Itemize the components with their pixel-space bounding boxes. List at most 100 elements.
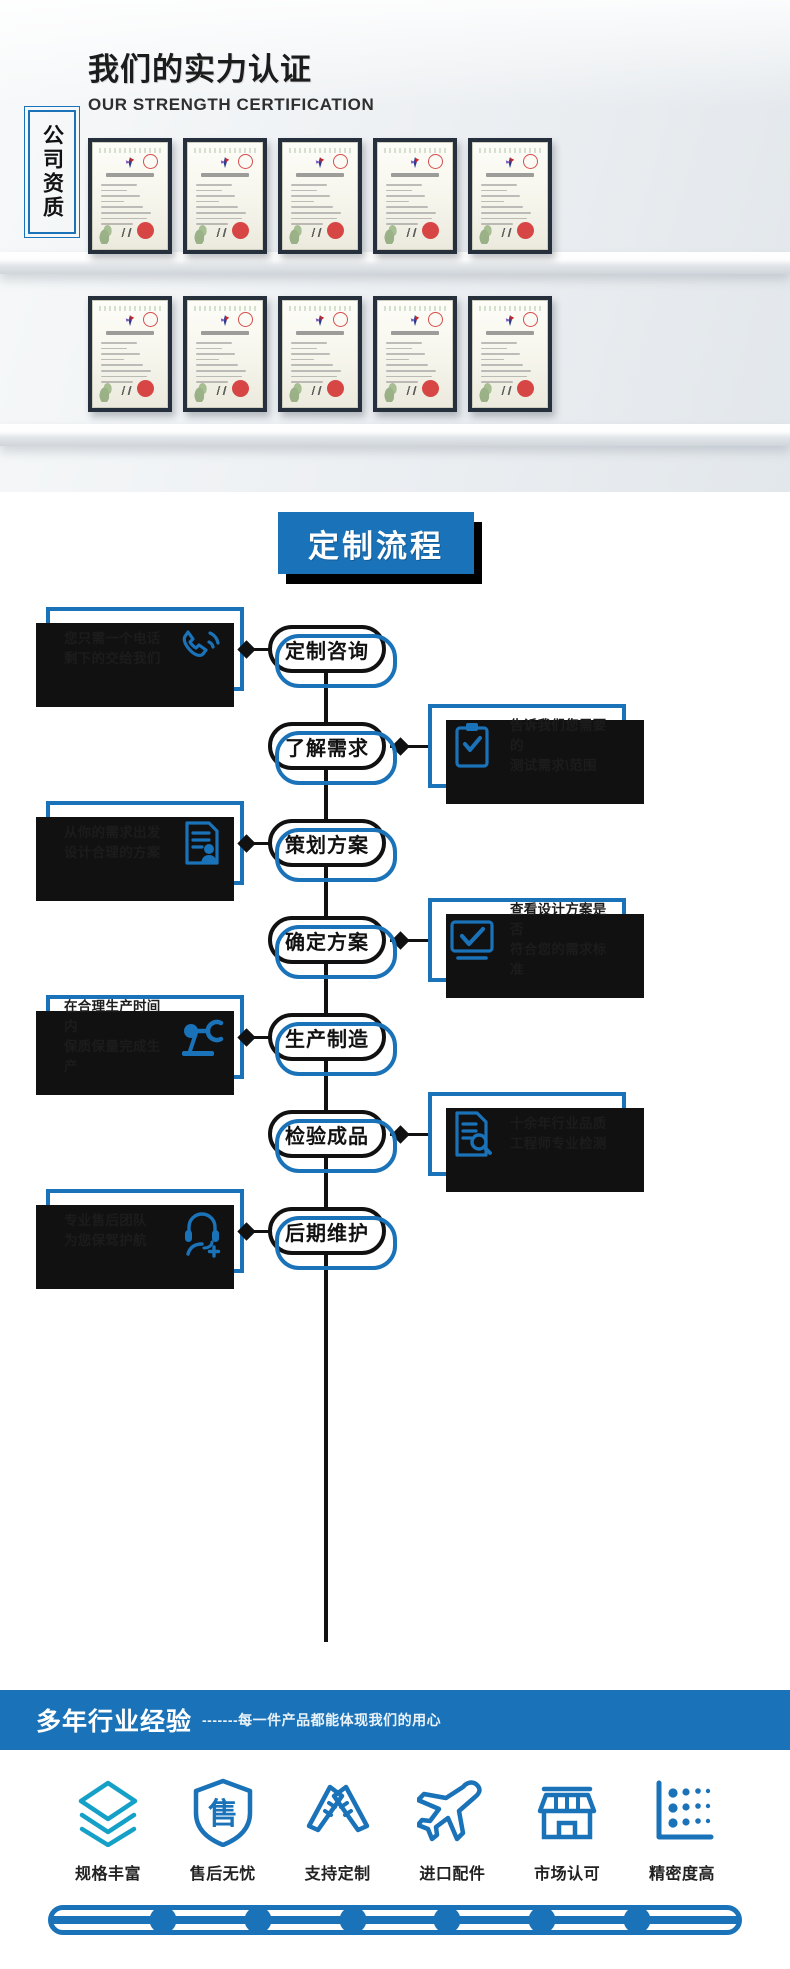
flow-node-1[interactable]: 定制咨询: [268, 625, 397, 688]
certificate-mat: [377, 142, 453, 250]
certificate-seal-icon: [517, 222, 534, 239]
flow-card-icon-4: [444, 912, 500, 968]
flow-card-6[interactable]: 十余年行业品质 工程师专业检测: [428, 1092, 644, 1192]
progress-dot-1[interactable]: [149, 1906, 177, 1934]
patent-logo-icon: [125, 156, 135, 169]
flow-title: 定制流程: [278, 512, 474, 574]
certificate-seal-icon: [232, 380, 249, 397]
document-search-icon: [455, 1111, 492, 1157]
card-shadow: [446, 914, 644, 998]
feature-icon-wrap-3: [286, 1760, 390, 1864]
feature-item-1: 规格丰富: [56, 1760, 160, 1910]
certificate-mat: [472, 142, 548, 250]
patent-logo-icon: [125, 314, 135, 327]
progress-dot-3[interactable]: [339, 1906, 367, 1934]
patent-logo-icon: [410, 314, 420, 327]
certificate-frame: [278, 138, 362, 254]
certificate-frame: [468, 138, 552, 254]
certificate-title-line: [391, 331, 439, 335]
flow-node-2[interactable]: 了解需求: [268, 722, 397, 785]
certificate-signature: [404, 228, 426, 237]
flow-card-5[interactable]: 在合理生产时间内 保质保量完成生产: [36, 995, 244, 1095]
certificate-seal-icon: [327, 380, 344, 397]
feature-label-6: 精密度高: [648, 1866, 715, 1883]
flow-node-5[interactable]: 生产制造: [268, 1013, 397, 1076]
flow-title-wrap: 定制流程: [278, 512, 482, 584]
certificate-text-lines: [196, 342, 254, 387]
certificate-foliage-decoration: [288, 222, 304, 244]
certificate-signature: [119, 228, 141, 237]
flow-node-6[interactable]: 检验成品: [268, 1110, 397, 1173]
progress-rail: [48, 1905, 742, 1935]
flow-node-4[interactable]: 确定方案: [268, 916, 397, 979]
card-shadow: [36, 1205, 234, 1289]
certificate-text-lines: [101, 342, 159, 387]
flow-card-text-7: 专业售后团队 为您保驾护航: [64, 1212, 147, 1248]
flow-card-icon-5: [174, 1009, 230, 1065]
page-title: 我们的实力认证: [88, 52, 312, 87]
certificate-signature: [119, 386, 141, 395]
flow-card-3[interactable]: 从你的需求出发 设计合理的方案: [36, 801, 244, 901]
certificate-seal-icon: [422, 380, 439, 397]
certificate-title-line: [486, 331, 534, 335]
certificate-text-lines: [196, 184, 254, 229]
flow-node-3[interactable]: 策划方案: [268, 819, 397, 882]
certificate-title-line: [106, 173, 154, 177]
certificate-foliage-decoration: [193, 222, 209, 244]
certificate-stamp-icon: [523, 154, 538, 169]
company-qualification-label: 公司资质: [40, 124, 64, 220]
certificate-foliage-decoration: [288, 380, 304, 402]
experience-banner: 多年行业经验 -------每一件产品都能体现我们的用心: [0, 1690, 790, 1750]
certificate-foliage-decoration: [193, 380, 209, 402]
certificate-text-lines: [291, 184, 349, 229]
certificate-signature: [214, 228, 236, 237]
flow-card-4[interactable]: 查看设计方案是否 符合您的需求标准: [428, 898, 644, 998]
certificate-signature: [499, 386, 521, 395]
certification-heading-group: 我们的实力认证 OUR STRENGTH CERTIFICATION: [88, 44, 374, 115]
layers-icon: [78, 1780, 138, 1847]
progress-dot-4[interactable]: [433, 1906, 461, 1934]
certificate-stamp-icon: [143, 154, 158, 169]
custom-flow-section: 定制流程 定制咨询您只需一个电话 剩下的交给我们了解需求告诉我们您需要的 测试需…: [0, 492, 790, 1690]
progress-dot-2[interactable]: [244, 1906, 272, 1934]
progress-dot-6[interactable]: [623, 1906, 651, 1934]
certificate-foliage-decoration: [478, 222, 494, 244]
certificate-stamp-icon: [428, 312, 443, 327]
patent-logo-icon: [505, 156, 515, 169]
patent-logo-icon: [410, 156, 420, 169]
flow-connector-6: [390, 1133, 430, 1136]
flow-card-icon-6: [444, 1106, 500, 1162]
certificate-frame: [468, 296, 552, 412]
certificate-mat: [472, 300, 548, 408]
certificate-text-lines: [386, 342, 444, 387]
certificate-mat: [92, 142, 168, 250]
feature-icon-wrap-5: [515, 1760, 619, 1864]
certificate-foliage-decoration: [383, 222, 399, 244]
certificate-seal-icon: [232, 222, 249, 239]
flow-card-2[interactable]: 告诉我们您需要的 测试需求\范围: [428, 704, 644, 804]
feature-item-5: 市场认可: [515, 1760, 619, 1910]
airplane-icon: [417, 1780, 483, 1842]
page-subtitle-en: OUR STRENGTH CERTIFICATION: [88, 95, 375, 114]
feature-label-3: 支持定制: [304, 1866, 371, 1883]
certificate-seal-icon: [422, 222, 439, 239]
certificate-signature: [309, 386, 331, 395]
certificate-foliage-decoration: [98, 380, 114, 402]
certificate-text-lines: [481, 184, 539, 229]
certificate-text-lines: [291, 342, 349, 387]
certificate-title-line: [296, 331, 344, 335]
progress-dot-5[interactable]: [528, 1906, 556, 1934]
flow-connector-7: [248, 1230, 270, 1233]
flow-card-7[interactable]: 专业售后团队 为您保驾护航: [36, 1189, 244, 1289]
flow-card-text-3: 从你的需求出发 设计合理的方案: [64, 824, 161, 860]
flow-node-7[interactable]: 后期维护: [268, 1207, 397, 1270]
experience-tagline: -------每一件产品都能体现我们的用心: [202, 1712, 442, 1728]
certificate-mat: [187, 142, 263, 250]
feature-item-3: 支持定制: [286, 1760, 390, 1910]
certificate-stamp-icon: [238, 312, 253, 327]
flow-card-1[interactable]: 您只需一个电话 剩下的交给我们: [36, 607, 244, 707]
flow-card-icon-7: [174, 1203, 230, 1259]
clipboard-check-icon: [455, 723, 489, 768]
flow-connector-3: [248, 842, 270, 845]
feature-item-4: 进口配件: [400, 1760, 504, 1910]
